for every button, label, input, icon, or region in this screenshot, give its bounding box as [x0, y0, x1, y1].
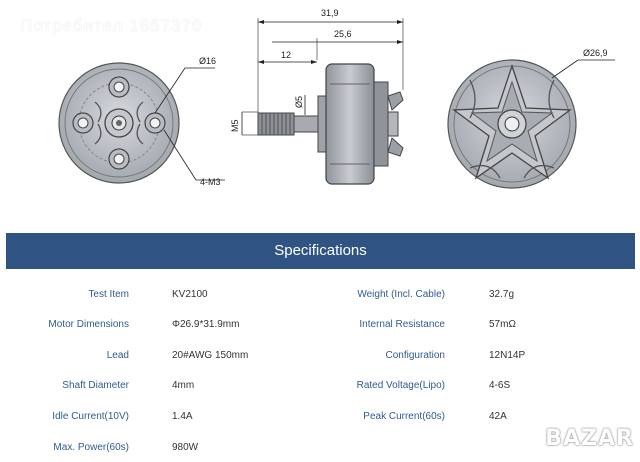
- spec-value: 1.4A: [172, 411, 193, 422]
- spec-value: 57mΩ: [489, 319, 516, 330]
- dim-left-diameter: Ø16: [199, 56, 216, 66]
- motor-technical-drawing: Ø16 4-M3 31,9 25,6 12 Ø5 M5: [0, 0, 640, 230]
- dim-body-length: 25,6: [334, 29, 352, 39]
- dim-total-length: 31,9: [321, 8, 339, 18]
- dim-shaft-diameter: Ø5: [294, 96, 304, 108]
- bazar-watermark-logo: BAZAR: [545, 426, 634, 451]
- specifications-table: Test Item KV2100 Weight (Incl. Cable) 32…: [6, 274, 635, 459]
- spec-value: 42A: [489, 411, 507, 422]
- spec-value: 980W: [172, 442, 199, 453]
- spec-value: 20#AWG 150mm: [172, 350, 249, 361]
- spec-label: Rated Voltage(Lipo): [356, 380, 445, 391]
- mount-face-view: [58, 62, 225, 184]
- specifications-title: Specifications: [6, 233, 635, 269]
- spec-row: Motor Dimensions Φ26.9*31.9mm Internal R…: [6, 319, 635, 339]
- spec-label: Shaft Diameter: [62, 380, 129, 391]
- spec-row: Test Item KV2100 Weight (Incl. Cable) 32…: [6, 289, 635, 309]
- spec-label: Weight (Incl. Cable): [357, 289, 445, 300]
- spec-value: 12N14P: [489, 350, 526, 361]
- dim-shaft-length: 12: [281, 50, 291, 60]
- spec-row: Lead 20#AWG 150mm Configuration 12N14P: [6, 350, 635, 370]
- spec-label: Idle Current(10V): [52, 411, 129, 422]
- spec-value: Φ26.9*31.9mm: [172, 319, 240, 330]
- spec-label: Configuration: [385, 350, 445, 361]
- spec-row: Max. Power(60s) 980W: [6, 442, 635, 462]
- user-watermark: Потребител 1857370: [20, 16, 203, 35]
- spec-label: Motor Dimensions: [48, 319, 129, 330]
- dim-left-holes: 4-M3: [200, 177, 221, 187]
- dim-right-diameter: Ø26,9: [583, 48, 608, 58]
- spec-row: Shaft Diameter 4mm Rated Voltage(Lipo) 4…: [6, 380, 635, 400]
- dim-thread: M5: [230, 119, 240, 132]
- spec-label: Internal Resistance: [359, 319, 445, 330]
- spec-value: 32.7g: [489, 289, 515, 300]
- side-profile-view: [241, 18, 404, 185]
- spec-value: KV2100: [172, 289, 208, 300]
- spec-label: Peak Current(60s): [363, 411, 445, 422]
- bell-face-view: [447, 59, 615, 189]
- spec-row: Idle Current(10V) 1.4A Peak Current(60s)…: [6, 411, 635, 431]
- spec-value: 4-6S: [489, 380, 511, 391]
- spec-label: Max. Power(60s): [53, 442, 129, 453]
- spec-value: 4mm: [172, 380, 195, 391]
- spec-label: Lead: [106, 350, 129, 361]
- spec-label: Test Item: [88, 289, 129, 300]
